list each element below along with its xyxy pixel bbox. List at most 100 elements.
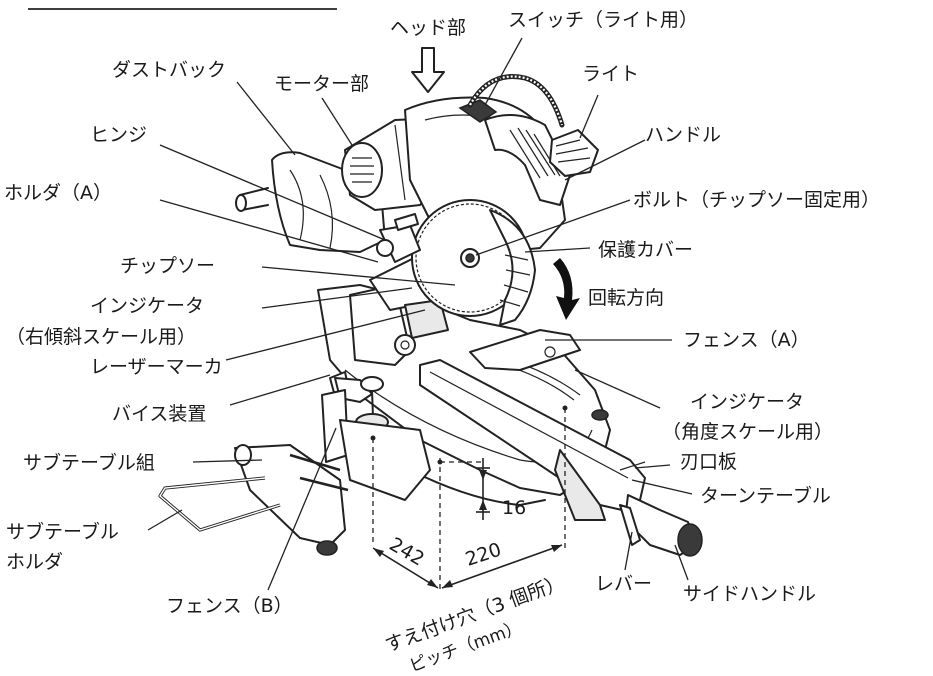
vise-knob — [360, 376, 384, 392]
label-sub-table-holder-2: ホルダ — [6, 551, 63, 573]
lead-motor — [321, 97, 353, 146]
motor-vents — [350, 157, 374, 183]
lead-indicator-bevel — [261, 287, 413, 309]
lead-bolt — [475, 199, 631, 256]
lead-lever — [624, 531, 633, 571]
label-dim-220: 220 — [463, 539, 504, 571]
lower-guard — [489, 209, 536, 326]
pivot-knob — [394, 334, 416, 356]
lead-light — [579, 94, 599, 139]
label-motor: モーター部 — [274, 73, 369, 95]
dim-220-line — [441, 544, 563, 589]
fence-a-hole — [544, 346, 556, 358]
light-flex-arm-in — [469, 75, 564, 126]
label-rotation: 回転方向 — [588, 287, 664, 309]
arm-side — [554, 449, 606, 521]
rotation-arrow — [553, 258, 580, 320]
pivot-knob-in — [400, 340, 410, 350]
label-dust-bag: ダストバック — [112, 59, 226, 81]
label-vise: バイス装置 — [112, 403, 206, 425]
sub-table-rod2 — [299, 476, 349, 492]
lead-handle — [564, 139, 646, 181]
laser-marker-box — [404, 299, 449, 339]
lead-vise — [229, 374, 331, 406]
mount-dimensions — [370, 405, 568, 590]
label-indicator-angle-1: インジケータ — [690, 391, 804, 413]
label-dim-16: 16 — [502, 497, 526, 519]
lower-guard-ribs — [499, 254, 531, 307]
label-sub-table-set: サブテーブル組 — [23, 451, 155, 474]
lead-fence-b — [267, 427, 337, 591]
sub-table-body — [234, 444, 346, 546]
frame-end — [235, 194, 247, 212]
label-indicator-bevel-2: （右傾斜スケール用） — [6, 326, 196, 348]
lead-switch — [484, 37, 523, 106]
lead-side-handle — [674, 544, 689, 581]
label-side-handle: サイドハンドル — [683, 583, 816, 605]
dust-bag-fold — [289, 169, 304, 241]
label-fence-a: フェンス（A） — [683, 329, 810, 351]
lead-kerf-board — [634, 464, 671, 469]
lead-protective-cover — [524, 247, 591, 253]
label-protective-cover: 保護カバー — [598, 239, 693, 261]
kerf-board-shape — [619, 461, 646, 471]
lead-sub-table-holder — [147, 509, 183, 531]
label-switch: スイッチ（ライト用） — [508, 9, 698, 31]
label-hinge: ヒンジ — [90, 124, 147, 146]
lead-laser-marker — [225, 309, 426, 361]
holder-a-knob — [376, 239, 394, 257]
label-kerf-board: 刃口板 — [680, 451, 737, 473]
dim-arrow-242a — [373, 548, 384, 557]
lead-sub-table-set — [192, 459, 263, 463]
label-dim-242: 242 — [386, 533, 428, 570]
dim-16-arrow-bot — [479, 500, 487, 510]
sub-table-foot — [316, 540, 338, 556]
dim-242-line — [372, 547, 439, 589]
clamp-top — [394, 213, 419, 231]
foot-right — [591, 409, 609, 421]
sub-table-holder-frame-in — [159, 477, 281, 531]
side-handle-knob — [677, 523, 703, 557]
light-head-ribs — [555, 139, 591, 163]
saw-illustration — [158, 74, 703, 557]
label-lever: レバー — [595, 573, 652, 595]
label-light: ライト — [582, 63, 639, 85]
label-turntable: ターンテーブル — [700, 484, 831, 507]
left-base — [339, 419, 431, 501]
lead-holder-a — [159, 199, 379, 263]
label-head: ヘッド部 — [390, 17, 466, 39]
lead-hinge — [159, 144, 386, 241]
label-holder-a: ホルダ（A） — [4, 182, 112, 204]
lead-turntable — [631, 479, 693, 495]
label-sub-table-holder-1: サブテーブル — [6, 520, 119, 543]
lever-shape — [619, 504, 641, 546]
lead-tip-saw — [261, 266, 456, 286]
dim-arrow-242b — [427, 579, 438, 588]
label-tip-saw: チップソー — [120, 255, 215, 277]
hole-1 — [437, 459, 443, 465]
dim-16-arrow-top — [479, 470, 487, 480]
hole-3 — [370, 435, 376, 441]
lead-indicator-angle — [574, 369, 661, 409]
handle-shape — [484, 114, 571, 206]
handle-grip — [509, 127, 561, 179]
motor-end-cap — [341, 142, 383, 198]
sub-table-rod1 — [289, 453, 341, 472]
dust-bag-fold2 — [319, 174, 334, 249]
hole-2 — [562, 405, 568, 411]
label-bolt: ボルト（チップソー固定用） — [633, 189, 880, 211]
turntable-arm-center — [429, 371, 629, 479]
label-indicator-angle-2: （角度スケール用） — [662, 421, 833, 443]
lead-dust-bag — [236, 81, 296, 156]
label-handle: ハンドル — [645, 124, 721, 146]
head-down-arrow — [411, 47, 445, 93]
label-fence-b: フェンス（B） — [166, 595, 293, 617]
blade-bolt — [465, 253, 475, 263]
light-head — [549, 129, 599, 177]
dim-arrow-220a — [442, 580, 453, 588]
label-laser-marker: レーザーマーカ — [90, 356, 223, 378]
sub-table-end — [234, 444, 252, 466]
leader-lines — [147, 37, 693, 591]
